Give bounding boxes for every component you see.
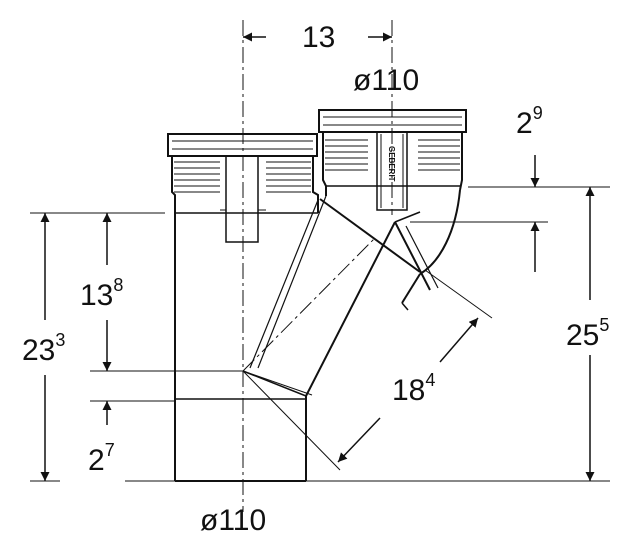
branch-pipe — [242, 189, 461, 397]
dim-total-height-base: 23 — [22, 334, 55, 367]
dim-branch-diameter: ø110 — [353, 64, 419, 97]
dim-branch-socket-offset-base: 2 — [516, 107, 533, 140]
dim-branch-length: 184 — [392, 370, 435, 407]
dim-bottom-offset-sup: 7 — [105, 440, 115, 460]
dim-right-height-base: 25 — [566, 319, 599, 352]
dim-main-diameter: ø110 — [200, 504, 266, 537]
dim-top-offset: 13 — [302, 21, 335, 54]
dim-bottom-offset-base: 2 — [88, 444, 105, 477]
main-pipe — [174, 212, 318, 482]
dim-left-height-sup: 8 — [113, 275, 123, 295]
dim-total-height-sup: 3 — [55, 330, 65, 350]
dimension-lines — [40, 32, 595, 481]
dim-left-height-base: 13 — [80, 279, 113, 312]
dim-branch-socket-offset-sup: 9 — [533, 103, 543, 123]
branch-socket — [318, 109, 467, 211]
dim-total-height: 233 — [22, 330, 65, 367]
dim-branch-socket-offset: 29 — [516, 103, 543, 140]
dim-right-height-sup: 5 — [599, 315, 609, 335]
dim-branch-length-sup: 4 — [425, 370, 435, 390]
main-socket — [167, 133, 319, 243]
extension-lines — [30, 186, 610, 482]
dim-bottom-offset: 27 — [88, 440, 115, 477]
dim-right-height: 255 — [566, 315, 609, 352]
dim-branch-length-base: 18 — [392, 374, 425, 407]
centerlines — [242, 20, 393, 512]
dim-left-height: 138 — [80, 275, 123, 312]
